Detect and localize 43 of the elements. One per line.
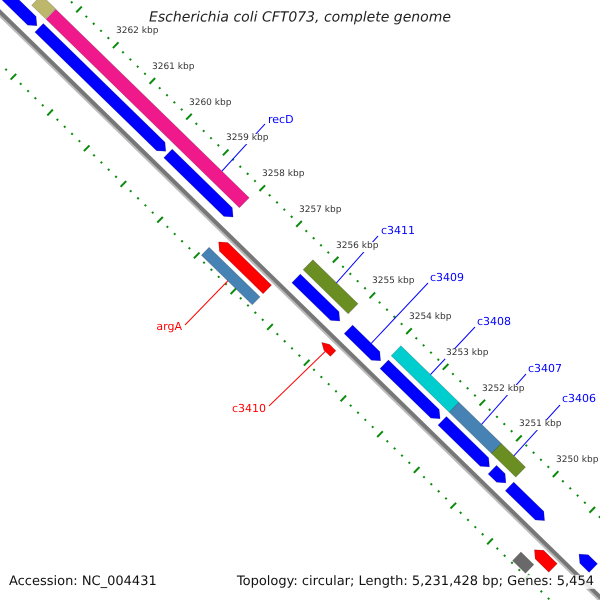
accession-text: Accession: NC_004431 bbox=[9, 574, 157, 590]
tick-label: 3261 kbp bbox=[151, 63, 196, 73]
gene-label: c3408 bbox=[477, 316, 512, 328]
gene-bar bbox=[200, 246, 260, 306]
tick-label: 3255 kbp bbox=[371, 277, 416, 287]
gene-feature bbox=[218, 242, 272, 294]
tick-label: 3252 kbp bbox=[481, 385, 526, 395]
gene-feature bbox=[344, 324, 381, 362]
gene-feature bbox=[0, 0, 38, 26]
gene-label: c3407 bbox=[528, 362, 562, 376]
gene-bar bbox=[448, 402, 502, 454]
genome-info-text: Topology: circular; Length: 5,231,428 bp; Genes: 5,454 bbox=[236, 574, 594, 590]
title: Escherichia coli CFT073, complete genome bbox=[149, 10, 451, 26]
tick-label: 3262 kbp bbox=[115, 27, 160, 37]
gene-feature bbox=[291, 274, 340, 322]
tick-label: 3258 kbp bbox=[261, 170, 306, 180]
tick-label: 3250 kbp bbox=[555, 456, 600, 466]
gene-feature bbox=[504, 482, 545, 521]
gene-feature bbox=[578, 554, 598, 573]
gene-bar bbox=[490, 442, 526, 478]
tick-label: 3256 kbp bbox=[335, 242, 380, 252]
gene-feature bbox=[163, 148, 234, 218]
tick-label: 3257 kbp bbox=[298, 206, 342, 216]
gene-feature bbox=[438, 416, 490, 468]
gene-label: c3409 bbox=[430, 272, 464, 284]
gene-label: c3406 bbox=[562, 392, 596, 406]
leader-line bbox=[268, 351, 326, 406]
gene-bar bbox=[302, 259, 358, 314]
tick-label: 3260 kbp bbox=[188, 99, 232, 109]
tick-label: 3259 kbp bbox=[225, 134, 270, 144]
gene-feature bbox=[321, 342, 336, 357]
gene-bar bbox=[31, 0, 56, 20]
gene-feature bbox=[488, 464, 506, 484]
tick-label: 3251 kbp bbox=[518, 420, 562, 430]
gene-feature bbox=[380, 360, 440, 420]
gene-label: recD bbox=[268, 114, 294, 126]
tick-label: 3253 kbp bbox=[445, 349, 490, 359]
gene-label: c3411 bbox=[381, 224, 416, 238]
leader-line bbox=[184, 280, 228, 326]
tick-label: 3254 kbp bbox=[408, 313, 452, 323]
leader-line bbox=[370, 282, 428, 344]
gene-label: argA bbox=[156, 320, 182, 334]
gene-label: c3410 bbox=[232, 402, 266, 416]
